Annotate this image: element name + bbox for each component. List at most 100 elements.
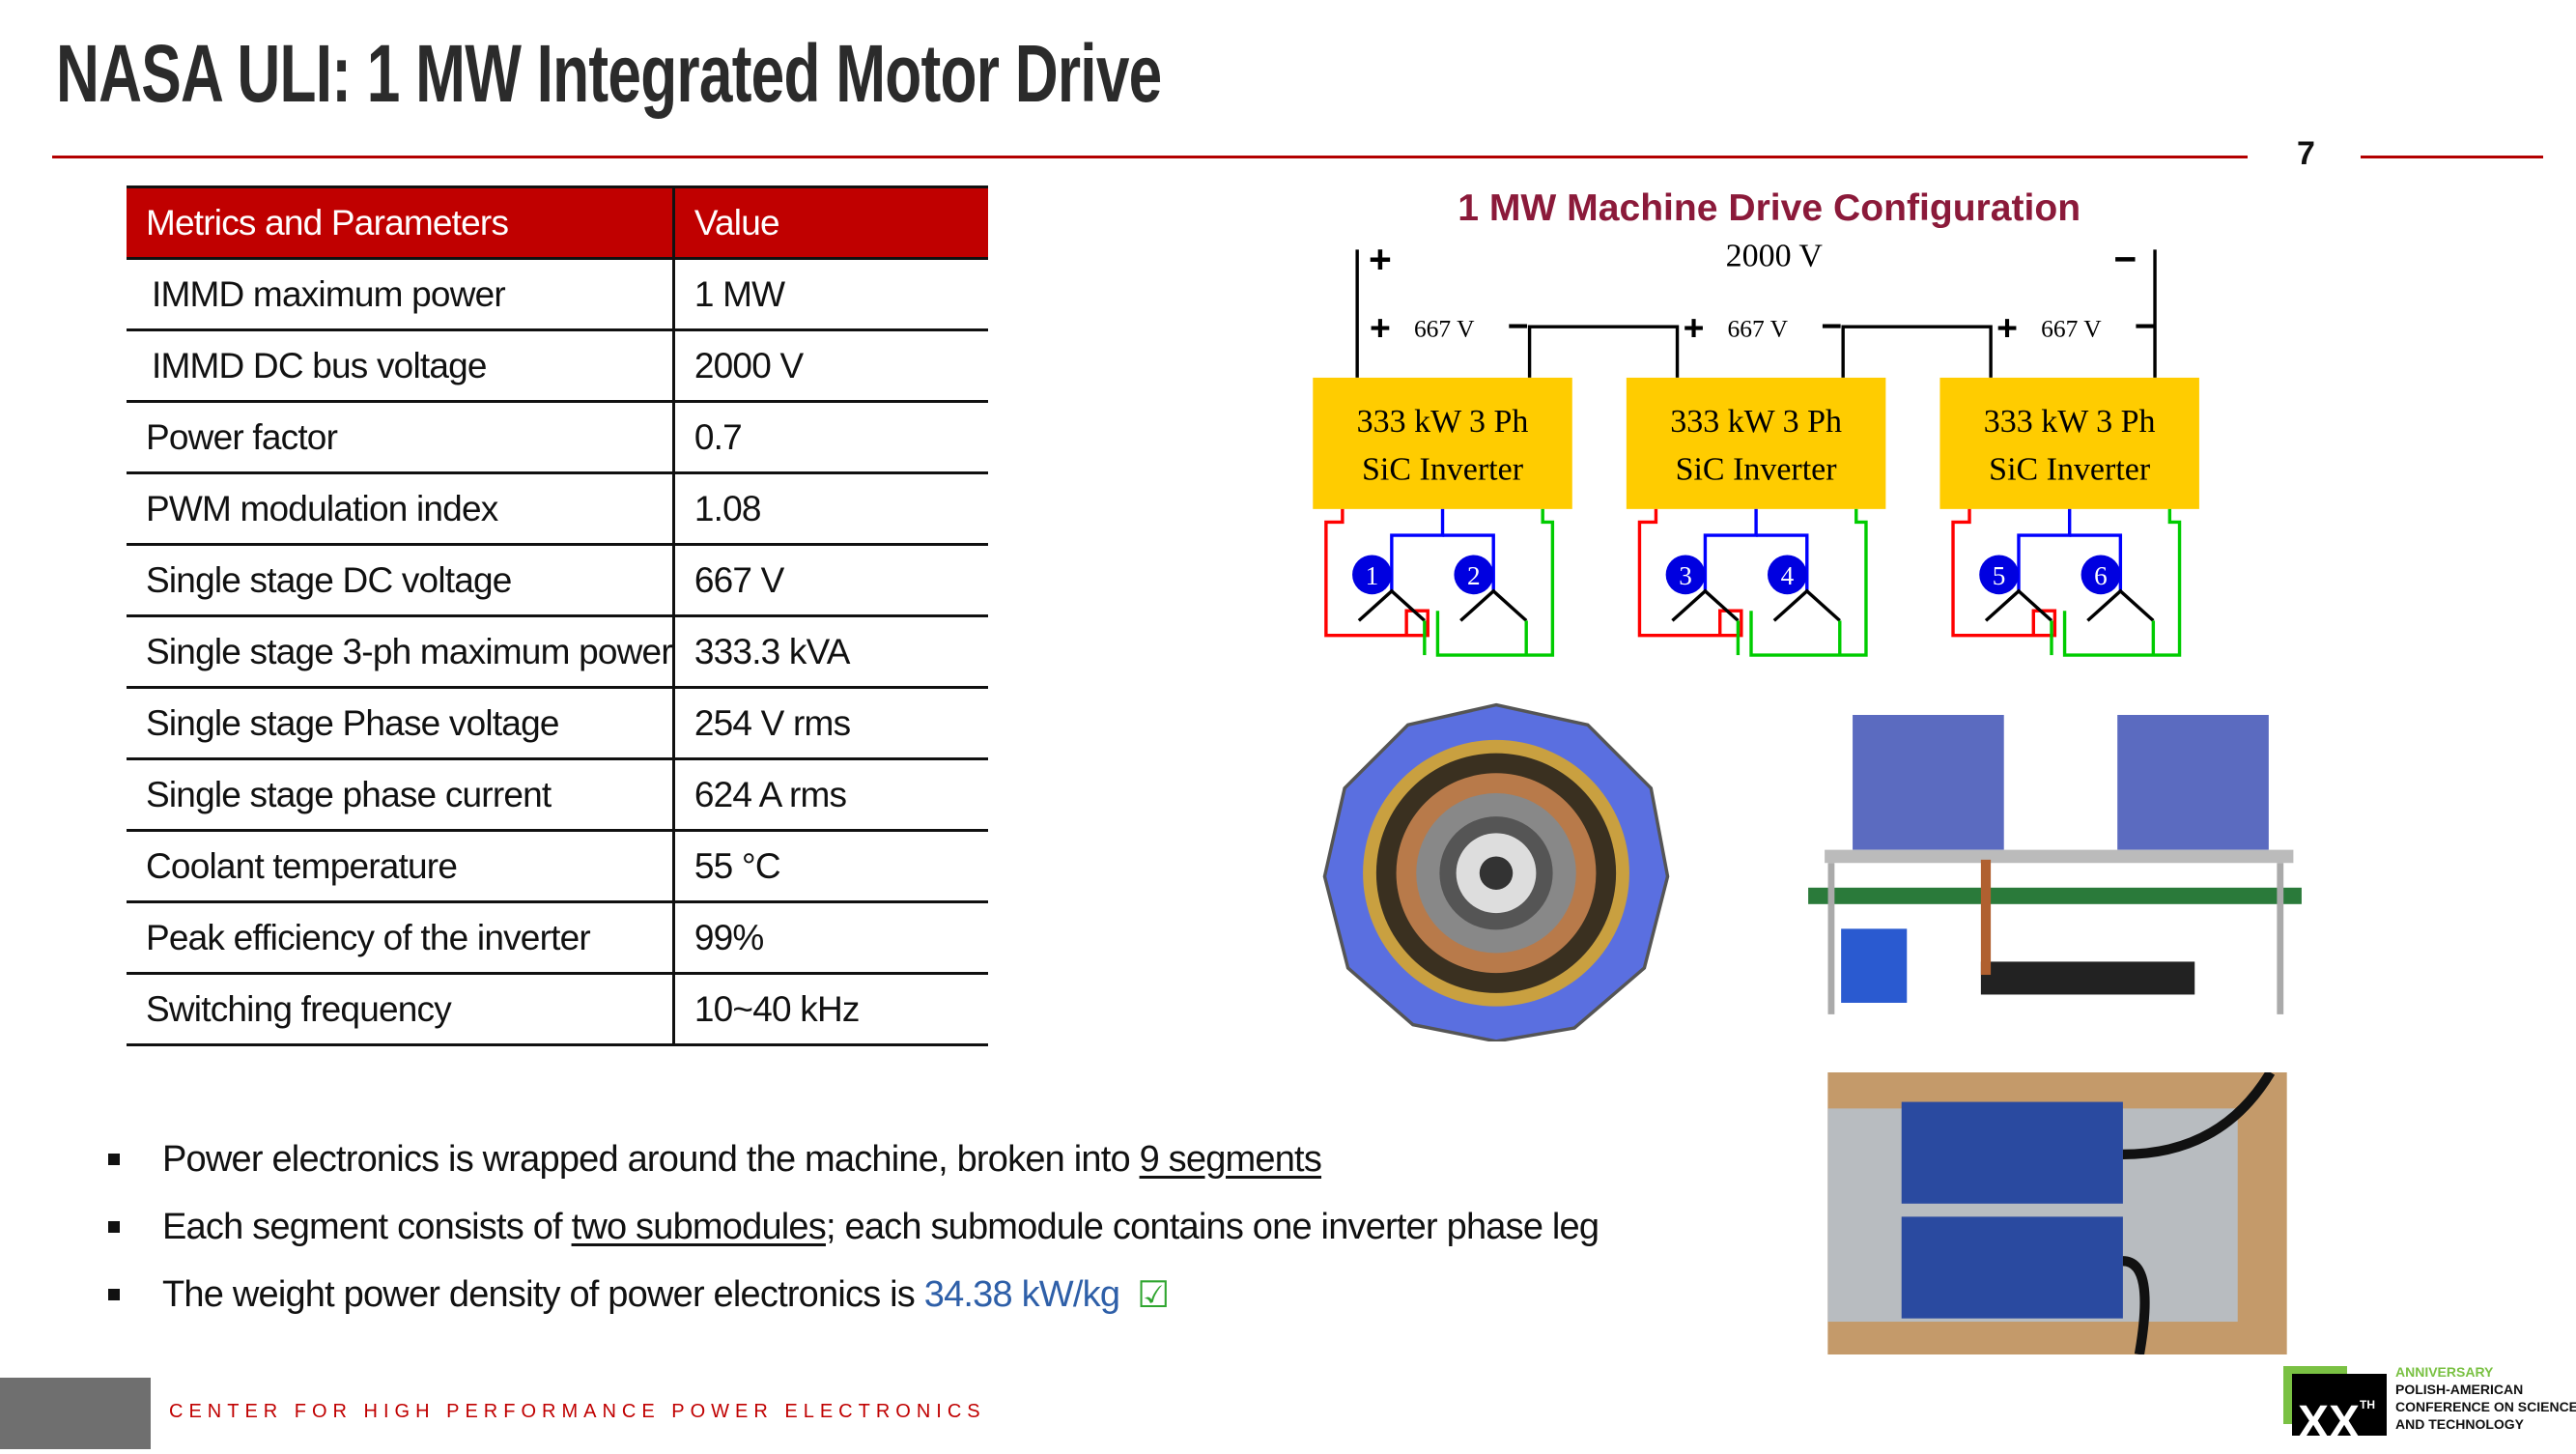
checkbox-icon: ☑: [1137, 1274, 1170, 1316]
value-cell: 55 °C: [673, 830, 988, 903]
value-cell: 254 V rms: [673, 687, 988, 760]
stage-plus: +: [1684, 307, 1705, 348]
phase-b-wire: [1756, 533, 1809, 591]
phase-c-wire: [1749, 508, 1868, 657]
power-density-value: 34.38 kW/kg: [923, 1273, 1120, 1315]
logo-sup: TH: [2360, 1398, 2376, 1411]
winding-wye: [1984, 588, 2053, 622]
submodules-emphasis: two submodules: [571, 1206, 827, 1247]
inverter-box: [1939, 377, 2199, 509]
conference-logo: XXTH ANNIVERSARY POLISH-AMERICAN CONFERE…: [2283, 1364, 2576, 1448]
winding-node: [1665, 555, 1706, 595]
winding-wye: [1459, 588, 1528, 622]
metric-cell: Coolant temperature: [127, 830, 675, 903]
stage-minus: −: [2135, 305, 2156, 346]
stage-voltage-label: 667 V: [1414, 314, 1475, 342]
table-header-row: Metrics and Parameters Value: [127, 185, 988, 260]
winding-wye: [1671, 588, 1740, 622]
inverter-box: [1313, 377, 1572, 509]
metric-cell: Single stage 3-ph maximum power: [127, 615, 675, 689]
logo-line2: POLISH-AMERICAN: [2395, 1382, 2524, 1397]
value-cell: 99%: [673, 901, 988, 975]
winding-wye: [2086, 588, 2155, 622]
bullet-marker: [108, 1154, 120, 1165]
value-cell: 0.7: [673, 401, 988, 474]
inverter-label-2: SiC Inverter: [1676, 451, 1838, 487]
bullet-item: Power electronics is wrapped around the …: [108, 1126, 1599, 1193]
winding-number: 5: [1993, 561, 2006, 590]
bullet-marker: [108, 1221, 120, 1233]
phase-b-wire: [1703, 508, 1758, 591]
metrics-table: Metrics and Parameters Value IMMD maximu…: [127, 185, 988, 1046]
inverter-label-1: 333 kW 3 Ph: [1357, 404, 1529, 440]
winding-node: [1454, 555, 1494, 595]
bus-minus: −: [2114, 237, 2137, 281]
winding-wye: [1772, 588, 1841, 622]
bullet-item: The weight power density of power electr…: [108, 1261, 1599, 1328]
metric-cell: Power factor: [127, 401, 675, 474]
stage-minus: −: [1821, 305, 1842, 346]
winding-node: [1979, 555, 2019, 595]
phase-a-wire: [1324, 508, 1430, 638]
winding-number: 2: [1467, 561, 1481, 590]
phase-b-wire: [2017, 508, 2072, 591]
winding-number: 3: [1679, 561, 1692, 590]
page-number-divider: [2361, 156, 2543, 158]
winding-node: [2081, 555, 2121, 595]
value-cell: 2000 V: [673, 329, 988, 403]
bullet-item: Each segment consists of two submodules;…: [108, 1193, 1599, 1261]
value-cell: 10~40 kHz: [673, 973, 988, 1046]
submodule-render-image: [1808, 715, 2302, 1014]
bullet-text: Each segment consists of: [162, 1206, 572, 1247]
metric-cell: PWM modulation index: [127, 472, 675, 546]
footer-text: CENTER FOR HIGH PERFORMANCE POWER ELECTR…: [169, 1401, 986, 1422]
winding-node: [1768, 555, 1807, 595]
bus-voltage-label: 2000 V: [1726, 238, 1824, 273]
title-divider: [52, 156, 2248, 158]
logo-line3: CONFERENCE ON SCIENCE: [2395, 1399, 2576, 1414]
header-metrics: Metrics and Parameters: [127, 185, 675, 260]
metric-cell: IMMD maximum power: [127, 258, 675, 331]
phase-c-wire: [1435, 508, 1555, 657]
metric-cell: Single stage DC voltage: [127, 544, 675, 617]
metric-cell: Single stage phase current: [127, 758, 675, 832]
stage-plus: +: [1370, 307, 1391, 348]
value-cell: 333.3 kVA: [673, 615, 988, 689]
inverter-label-1: 333 kW 3 Ph: [1670, 404, 1842, 440]
inverter-label-1: 333 kW 3 Ph: [1984, 404, 2156, 440]
value-cell: 1.08: [673, 472, 988, 546]
phase-c-wire: [2062, 508, 2182, 657]
logo-line4: AND TECHNOLOGY: [2395, 1416, 2524, 1432]
inverter-box: [1626, 377, 1886, 509]
winding-number: 1: [1366, 561, 1379, 590]
bullet-list: Power electronics is wrapped around the …: [108, 1126, 1599, 1328]
inverter-label-2: SiC Inverter: [1989, 451, 2151, 487]
bullet-marker: [108, 1289, 120, 1300]
bullet-text: The weight power density of power electr…: [162, 1273, 924, 1315]
stage-minus: −: [1508, 305, 1529, 346]
phase-b-wire: [2069, 533, 2123, 591]
inverter-label-2: SiC Inverter: [1362, 451, 1524, 487]
value-cell: 1 MW: [673, 258, 988, 331]
stage-voltage-label: 667 V: [2041, 314, 2102, 342]
slide-title: NASA ULI: 1 MW Integrated Motor Drive: [56, 28, 1162, 119]
value-cell: 624 A rms: [673, 758, 988, 832]
phase-b-wire: [1390, 508, 1445, 591]
winding-number: 4: [1781, 561, 1795, 590]
page-number: 7: [2297, 135, 2315, 172]
metric-cell: IMMD DC bus voltage: [127, 329, 675, 403]
logo-mark: XXTH: [2292, 1374, 2387, 1448]
bullet-text: Power electronics is wrapped around the …: [162, 1138, 1140, 1180]
logo-mark-text: XX: [2298, 1397, 2361, 1448]
stage-plus: +: [1996, 307, 2018, 348]
